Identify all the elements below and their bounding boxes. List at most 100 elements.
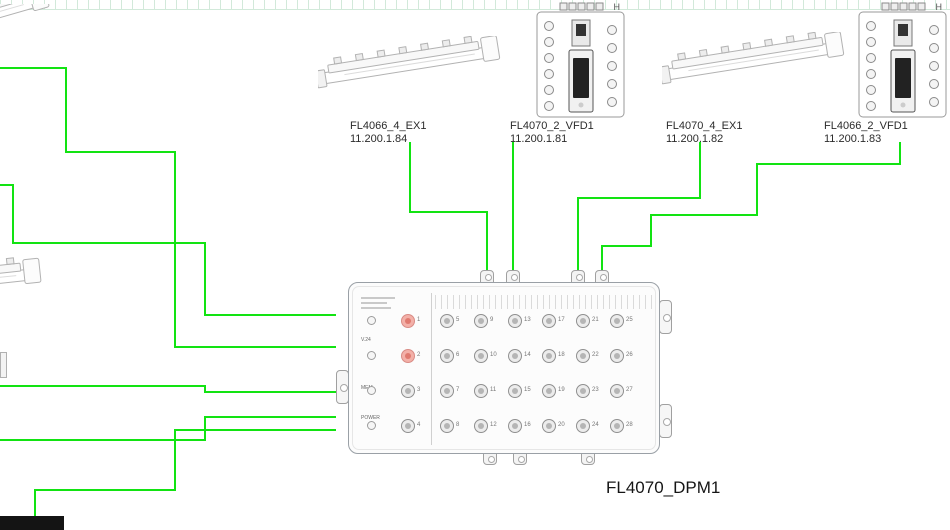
- panel-print: [361, 297, 395, 299]
- port-number: 11: [490, 387, 497, 393]
- connection-line[interactable]: [0, 416, 336, 441]
- connection-line[interactable]: [409, 142, 488, 276]
- device-ip: 11.200.1.81: [510, 133, 568, 145]
- panel-print: [361, 307, 391, 309]
- switch-port: [508, 384, 522, 398]
- port-number: 26: [626, 352, 633, 358]
- connection-line[interactable]: [601, 142, 901, 276]
- connection-line[interactable]: [0, 385, 336, 393]
- power-label: POWER: [361, 415, 380, 421]
- device-fl4066-2-vfd1[interactable]: H: [858, 0, 948, 120]
- switch-port: [508, 419, 522, 433]
- switch-downlink-stub: [581, 452, 595, 465]
- switch-port: [542, 419, 556, 433]
- edge-device-mid-left[interactable]: [0, 250, 53, 325]
- switch-label: FL4070_DPM1: [606, 478, 721, 497]
- port-number: 22: [592, 352, 599, 358]
- device-ip: 11.200.1.82: [666, 133, 724, 145]
- port-number: 18: [558, 352, 565, 358]
- edge-device-bottom-left[interactable]: [0, 516, 64, 530]
- connection-line[interactable]: [0, 184, 336, 316]
- switch-port: [576, 349, 590, 363]
- device-fl4070-4-ex1[interactable]: [659, 31, 857, 107]
- connection-line[interactable]: [577, 142, 701, 276]
- switch-port: [474, 349, 488, 363]
- switch-port: [401, 419, 415, 433]
- port-number: 13: [524, 317, 531, 323]
- port-number: 6: [456, 352, 460, 358]
- port-number: 23: [592, 387, 599, 393]
- switch-port: [440, 349, 454, 363]
- port-number: 15: [524, 387, 531, 393]
- panel-print: [361, 302, 387, 304]
- switch-port: [401, 384, 415, 398]
- device-name: FL4066_4_EX1: [350, 120, 427, 132]
- port-number: 4: [417, 422, 421, 428]
- edge-device-fragment[interactable]: [0, 352, 7, 378]
- switch-port: [440, 314, 454, 328]
- drive-handle-icon: H: [935, 2, 943, 12]
- switch-port: [542, 384, 556, 398]
- device-fl4066-4-ex1[interactable]: [315, 35, 513, 111]
- switch-port: [440, 419, 454, 433]
- connection-line[interactable]: [0, 429, 336, 521]
- port-number: 16: [524, 422, 531, 428]
- port-number: 8: [456, 422, 460, 428]
- port-number: 7: [456, 387, 460, 393]
- connection-line[interactable]: [0, 67, 336, 348]
- switch-port: [610, 314, 624, 328]
- mount-ear-right-bottom: [659, 404, 672, 438]
- led-indicator: [367, 386, 376, 395]
- device-ip: 11.200.1.83: [824, 133, 882, 145]
- port-id-marks: [435, 295, 657, 309]
- port-number: 24: [592, 422, 599, 428]
- port-number: 14: [524, 352, 531, 358]
- port-number: 5: [456, 317, 460, 323]
- port-number: 21: [592, 317, 599, 323]
- port-number: 27: [626, 387, 633, 393]
- device-name: FL4066_2_VFD1: [824, 120, 908, 132]
- device-ip: 11.200.1.84: [350, 133, 408, 145]
- port-number: 9: [490, 317, 494, 323]
- switch-port: [576, 419, 590, 433]
- panel-divider: [431, 293, 432, 445]
- device-name: FL4070_2_VFD1: [510, 120, 594, 132]
- port-number: 20: [558, 422, 565, 428]
- switch-port: [474, 419, 488, 433]
- switch-port: [440, 384, 454, 398]
- device-name: FL4070_4_EX1: [666, 120, 743, 132]
- led-indicator: [367, 316, 376, 325]
- port-number: 12: [490, 422, 497, 428]
- device-label-group: FL4070_2_VFD1 11.200.1.81: [510, 120, 594, 146]
- port-number: 10: [490, 352, 497, 358]
- led-indicator: [367, 351, 376, 360]
- device-fl4070-2-vfd1[interactable]: H: [536, 0, 626, 120]
- device-label-group: FL4070_4_EX1 11.200.1.82: [666, 120, 742, 146]
- memory-slot-label: MEM: [361, 385, 373, 391]
- switch-uplink-stub: [506, 270, 520, 283]
- port-number: 17: [558, 317, 565, 323]
- switch-port: [610, 419, 624, 433]
- switch-port: [474, 384, 488, 398]
- switch-port: [576, 384, 590, 398]
- mount-ear-right-top: [659, 300, 672, 334]
- port-number: 3: [417, 387, 421, 393]
- switch-uplink-stub: [571, 270, 585, 283]
- switch-port: [401, 349, 415, 363]
- switch-port: [474, 314, 488, 328]
- device-label-group: FL4066_4_EX1 11.200.1.84: [350, 120, 426, 146]
- port-number: 1: [417, 317, 421, 323]
- port-number: 19: [558, 387, 565, 393]
- serial-port-label: V.24: [361, 337, 371, 343]
- drive-handle-icon: H: [613, 2, 621, 12]
- switch-device[interactable]: V.24 MEM POWER 1234567891011121314151617…: [348, 282, 660, 454]
- edge-device-top-left[interactable]: [0, 0, 67, 79]
- led-indicator: [367, 421, 376, 430]
- port-number: 2: [417, 352, 421, 358]
- switch-port: [401, 314, 415, 328]
- port-number: 28: [626, 422, 633, 428]
- switch-port: [576, 314, 590, 328]
- switch-port: [610, 384, 624, 398]
- grid-background: [0, 0, 950, 10]
